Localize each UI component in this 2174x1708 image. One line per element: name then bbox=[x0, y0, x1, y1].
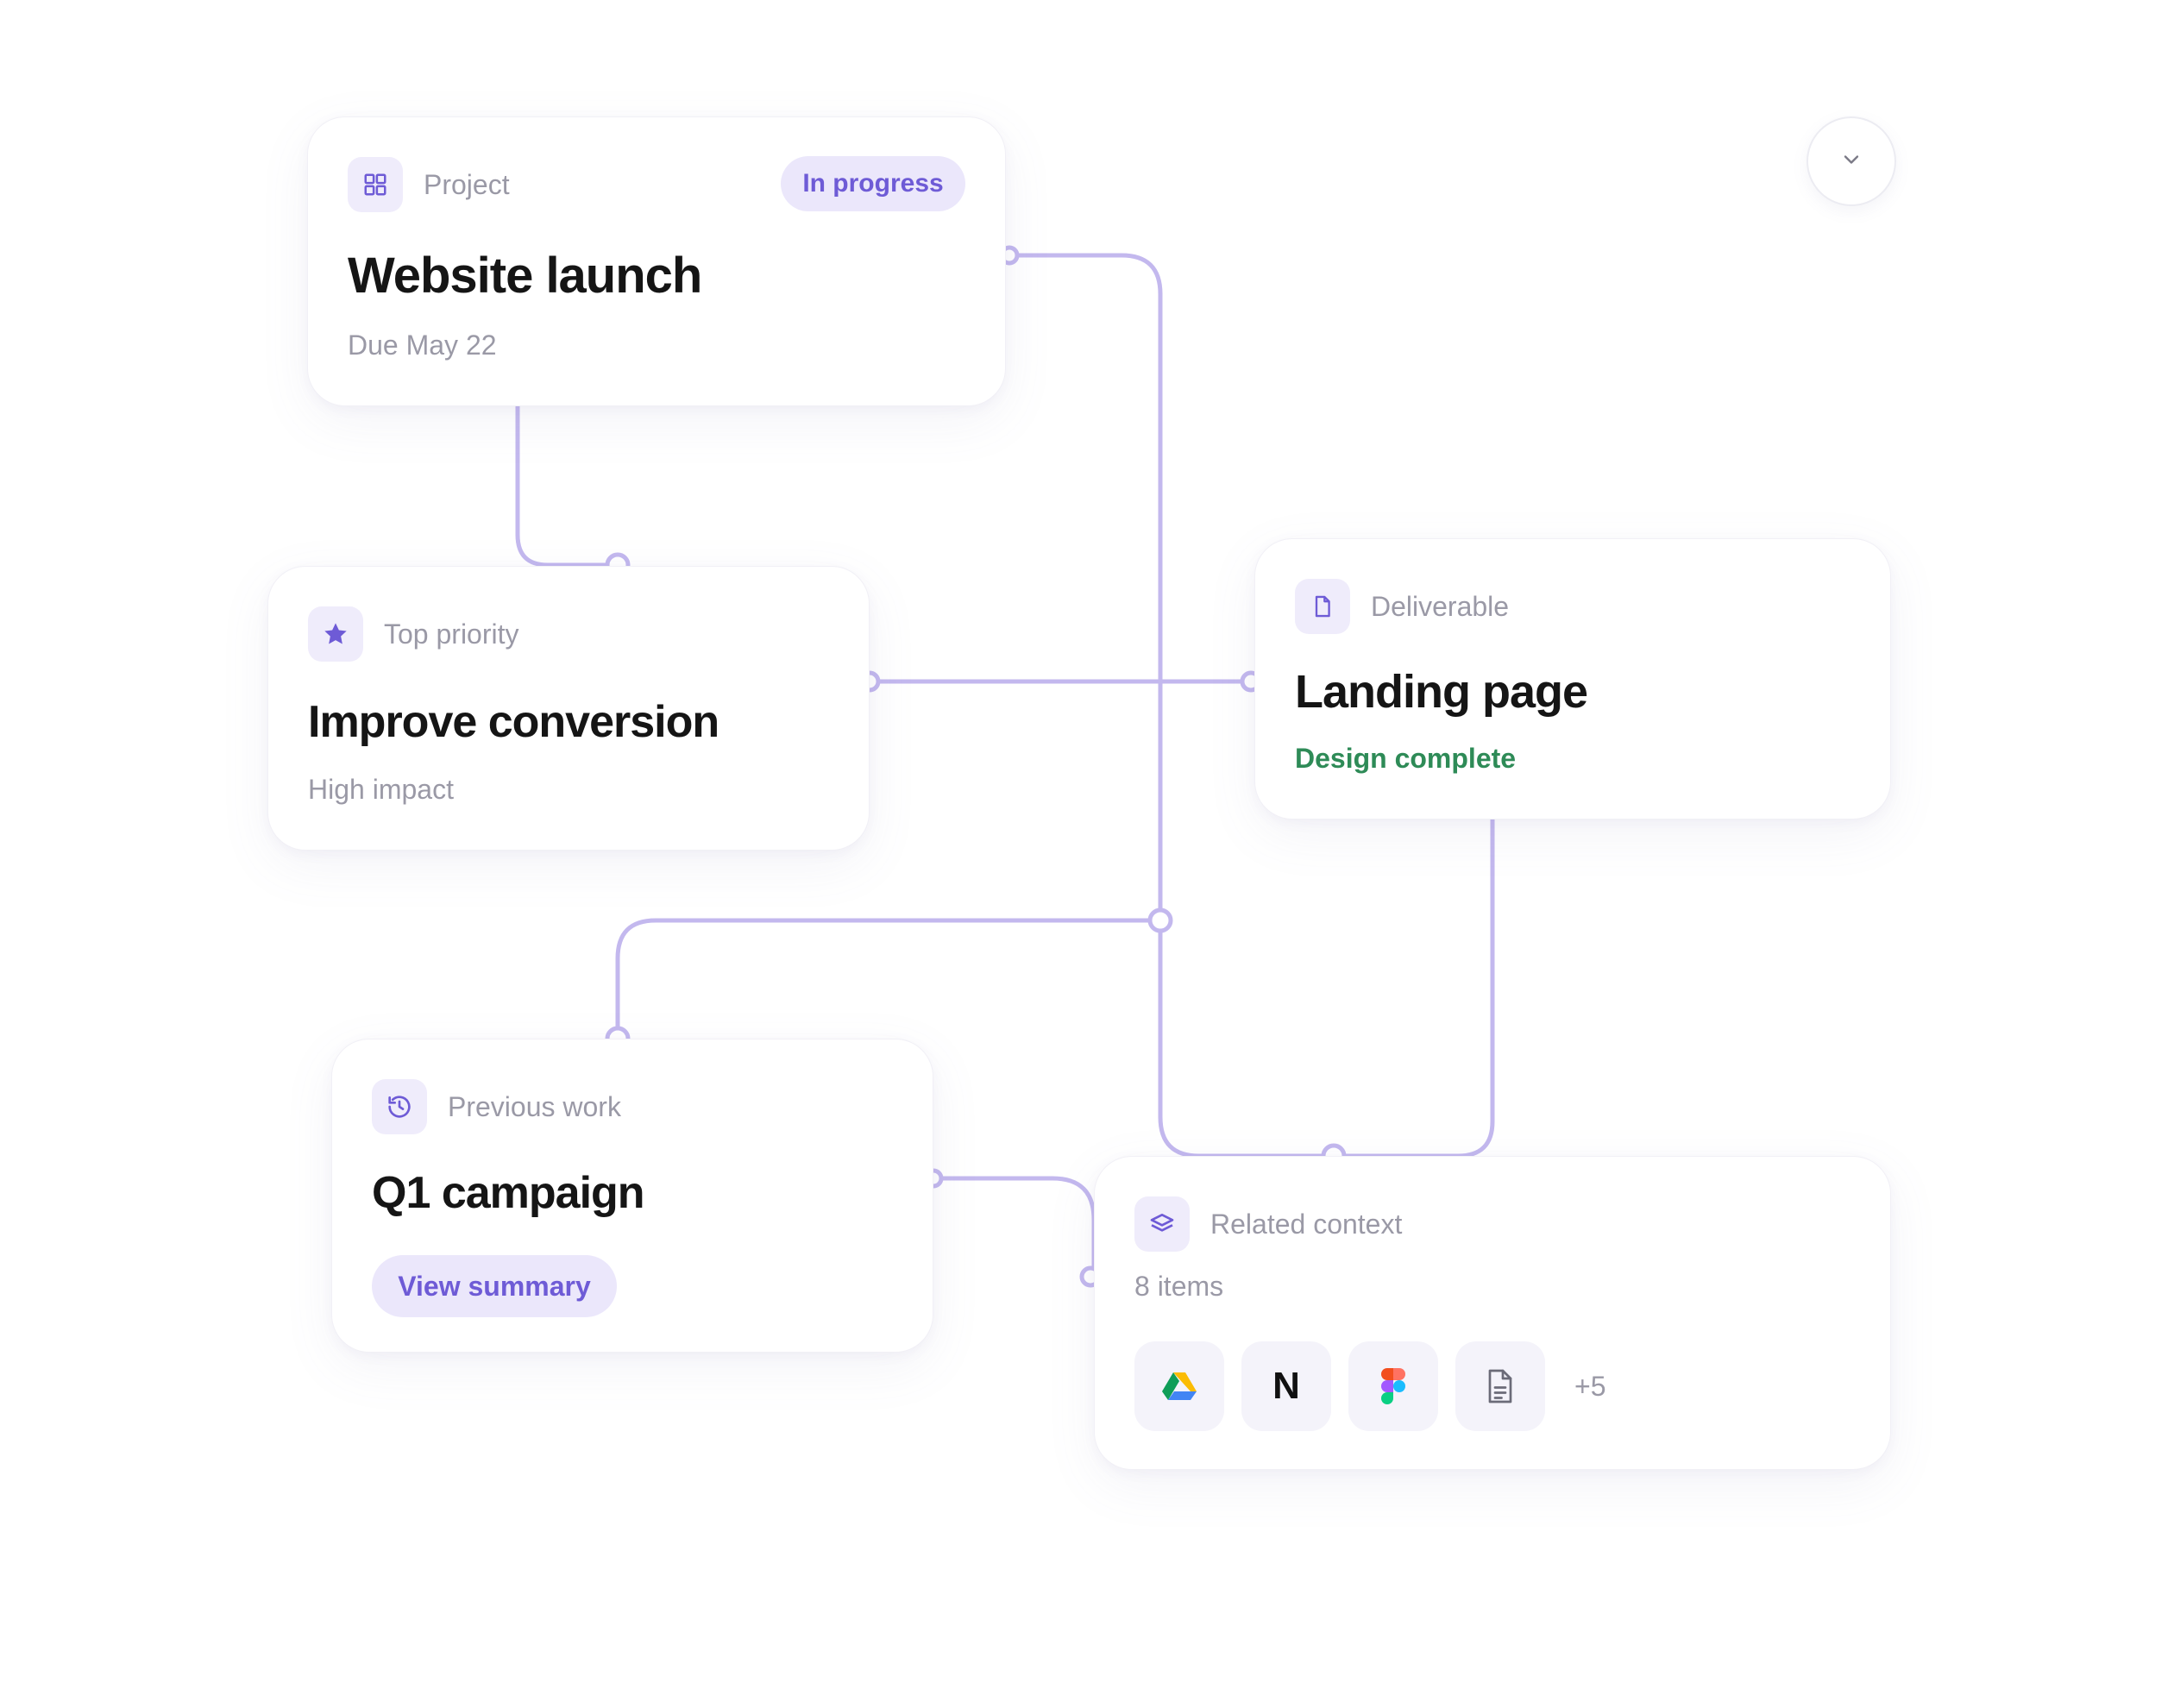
grid-icon bbox=[348, 157, 403, 212]
collapse-button[interactable] bbox=[1806, 116, 1896, 206]
due-date: Due May 22 bbox=[348, 330, 497, 361]
previous-work-card-header: Previous work bbox=[372, 1079, 621, 1134]
deliverable-card[interactable]: Deliverable Landing page Design complete bbox=[1254, 538, 1891, 819]
item-count: 8 items bbox=[1134, 1271, 1224, 1302]
file-text-icon[interactable] bbox=[1455, 1341, 1545, 1431]
related-context-card[interactable]: Related context 8 items N bbox=[1094, 1156, 1891, 1470]
view-summary-button[interactable]: View summary bbox=[372, 1255, 617, 1317]
google-drive-icon[interactable] bbox=[1134, 1341, 1224, 1431]
card-title: Improve conversion bbox=[308, 697, 719, 747]
card-type-label: Previous work bbox=[448, 1090, 621, 1122]
previous-work-card[interactable]: Previous work Q1 campaign View summary bbox=[331, 1039, 933, 1353]
card-type-label: Related context bbox=[1210, 1208, 1403, 1240]
figma-icon[interactable] bbox=[1348, 1341, 1438, 1431]
card-type-label: Project bbox=[424, 168, 510, 200]
notion-icon[interactable]: N bbox=[1241, 1341, 1331, 1431]
connector-junction-node bbox=[1147, 907, 1173, 933]
project-card-header: Project bbox=[348, 157, 510, 212]
project-card[interactable]: Project In progress Website launch Due M… bbox=[307, 116, 1006, 406]
card-title: Landing page bbox=[1295, 666, 1588, 718]
history-icon bbox=[372, 1079, 427, 1134]
connector-previous-context bbox=[931, 1176, 1096, 1279]
deliverable-status: Design complete bbox=[1295, 743, 1517, 774]
card-type-label: Deliverable bbox=[1371, 590, 1510, 622]
chevron-down-icon bbox=[1839, 148, 1863, 176]
star-icon bbox=[308, 606, 363, 662]
card-type-label: Top priority bbox=[384, 618, 519, 650]
layers-icon bbox=[1134, 1196, 1190, 1252]
card-title: Q1 campaign bbox=[372, 1168, 645, 1218]
connector-junction-previous bbox=[615, 918, 1163, 1038]
connector-deliverable-context bbox=[1343, 817, 1495, 1159]
impact-label: High impact bbox=[308, 774, 454, 805]
card-title: Website launch bbox=[348, 248, 702, 304]
status-badge: In progress bbox=[781, 156, 965, 211]
more-apps-count[interactable]: +5 bbox=[1574, 1371, 1606, 1402]
related-context-card-header: Related context bbox=[1134, 1196, 1402, 1252]
document-icon bbox=[1295, 579, 1350, 634]
connector-project-priority bbox=[515, 403, 620, 568]
priority-card-header: Top priority bbox=[308, 606, 519, 662]
priority-card[interactable]: Top priority Improve conversion High imp… bbox=[267, 566, 870, 851]
deliverable-card-header: Deliverable bbox=[1295, 579, 1509, 634]
